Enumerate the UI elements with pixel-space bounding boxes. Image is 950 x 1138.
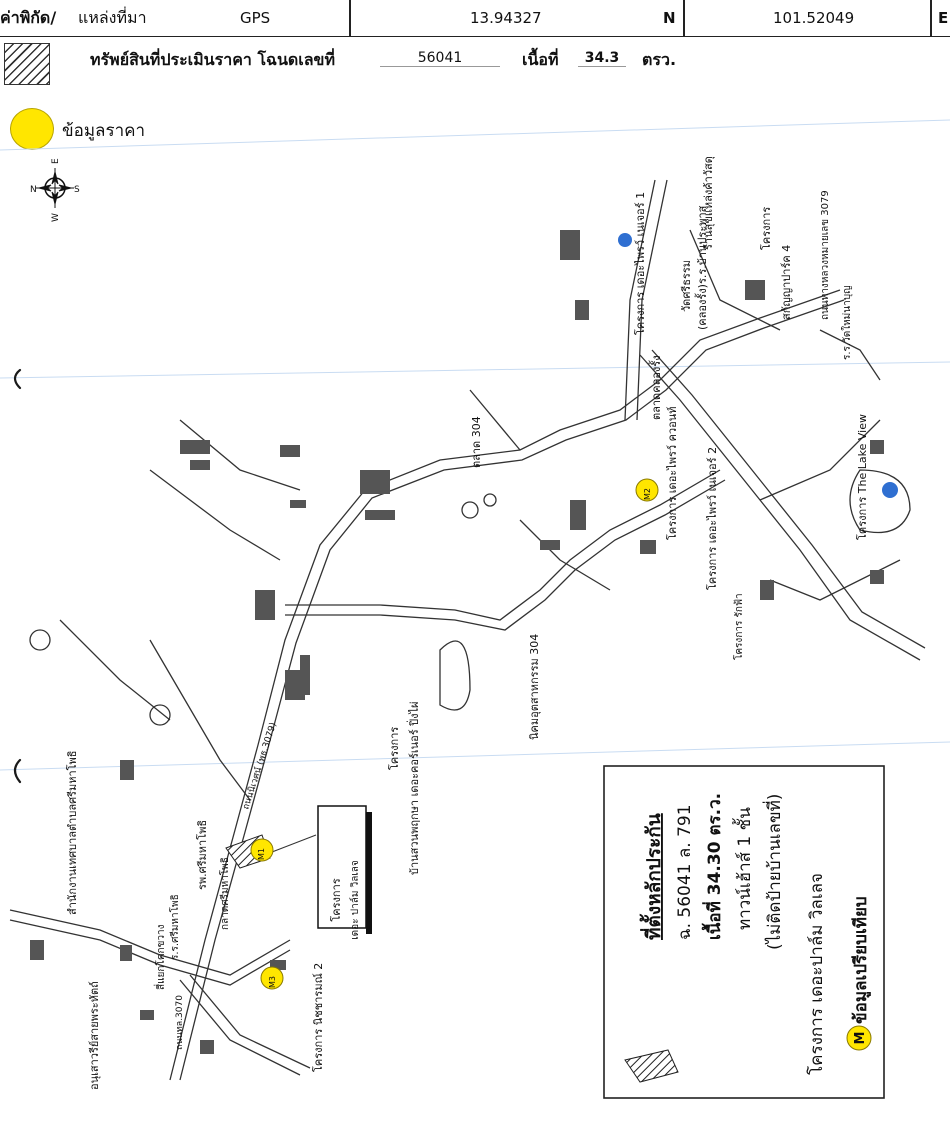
map-label: ร้านสุขแหล่งค้าวัสดุ <box>702 156 715 250</box>
map-label: โครงการ <box>329 878 343 921</box>
map-label: อนุเสาวรีย์สายพระหัตถ์ <box>88 981 101 1090</box>
header-bar: ค่าพิกัด/ แหล่งที่มา GPS 13.94327 N 101.… <box>0 0 950 37</box>
price-data-dot-icon <box>10 108 54 150</box>
map-label: ตลาดคลองรั้ง <box>648 355 663 420</box>
map-label: M2 <box>643 488 652 500</box>
map-label: โครงการ <box>759 207 773 250</box>
map-label: โครงการ นิชชารมณ์ 2 <box>311 963 325 1072</box>
map-label: โครงการ <box>387 727 401 770</box>
m1-marker-icon <box>250 838 274 862</box>
source-label: แหล่งที่มา <box>78 8 147 27</box>
map-label: สกัญญาปาร์ค 4 <box>780 245 793 320</box>
compass-s: S <box>74 185 80 195</box>
legend-line: ทาวน์เฮ้าส์ 1 ชั้น <box>732 807 755 930</box>
map-label: สำนักงานเทศบาลตำบลศรีมหาโพธิ <box>65 750 79 915</box>
map-label: เดอะ ปาล์ม วิลเลจ <box>349 860 361 940</box>
compass-w: W <box>51 213 61 222</box>
map-label: ถนนนิเวศน์ (พธ.3079) <box>239 721 279 811</box>
area-value: 34.3 <box>578 50 626 67</box>
legend-m-marker-icon <box>846 1025 872 1051</box>
east-label: E <box>938 9 949 27</box>
source-value: GPS <box>240 9 271 27</box>
deed-number: 56041 <box>380 50 500 67</box>
map-label: ร.ร.ศรีมหาโพธิ <box>168 894 181 960</box>
compass-e: E <box>51 158 61 164</box>
binder-ring-mark <box>13 368 22 390</box>
map-label: ถนนทางหลวงหมายเลข 3079 <box>820 190 831 320</box>
blue-marker-icon <box>618 233 632 247</box>
legend-line: (ไม่ติดป้ายบ้านเลขที่) <box>762 794 785 950</box>
legend-line: เนื้อที่ 34.30 ตร.ว. <box>701 793 725 940</box>
legend-line: ฉ. 56041 ล. 791 <box>675 804 695 940</box>
map-label: กลาดศรีมหาโพธิ <box>218 857 231 930</box>
latitude-value: 13.94327 <box>470 9 542 27</box>
map-label: โครงการ รักฟ้า <box>732 593 745 660</box>
legend-marker-letter: M <box>853 1032 868 1045</box>
map-label: สี่แยกโคกขวาง <box>153 924 167 990</box>
map-label: ถนนทล.3070 <box>175 995 185 1050</box>
map-label: ตลาด 304 <box>470 416 483 468</box>
north-label: N <box>663 9 676 27</box>
map-label: (คลองรั้ง)ร.ร.บ้านประพาส <box>694 205 709 330</box>
map-label: โครงการ The Lake View <box>855 414 869 540</box>
legend-line: โครงการ เดอะปาล์ม วิลเลจ <box>806 873 827 1075</box>
blue-marker-icon <box>882 482 898 498</box>
price-data-label: ข้อมูลราคา <box>62 121 146 141</box>
longitude-value: 101.52049 <box>773 9 855 27</box>
area-unit: ตรว. <box>642 50 677 69</box>
legend-marker-caption: ข้อมูลเปรียบเทียบ <box>850 896 872 1024</box>
map-label: วัดศรีธรรม <box>680 260 693 312</box>
binder-ring-mark <box>13 758 22 784</box>
legend-title: ที่ตั้งหลักประกัน <box>639 813 665 940</box>
coord-label: ค่าพิกัด/ <box>0 8 57 27</box>
area-label: เนื้อที่ <box>522 50 559 69</box>
map-label: โครงการ เดอะไพรว์ เนเจอร์ 2 <box>705 447 719 590</box>
map-label: โครงการ เดอะไพรว์ เนเจอร์ 1 <box>633 192 647 335</box>
map-label: M1 <box>257 848 266 860</box>
map-label: โครงการ เดอะไพรว์ ควอนท์ <box>665 407 679 540</box>
subject-hatch-swatch <box>4 43 50 85</box>
compass-n: N <box>30 185 37 195</box>
m2-marker-icon <box>635 478 659 502</box>
map-label: รพ.ศรีมหาโพธิ <box>195 820 209 890</box>
m3-marker-icon <box>260 966 284 990</box>
property-label: ทรัพย์สินที่ประเมินราคา โฉนดเลขที่ <box>90 50 336 69</box>
map-label: บ้านสวนพฤกษา เดอะคอร์เนอร์ ปิ่งไผ่ <box>406 702 421 876</box>
the-palm-project-box <box>317 805 372 934</box>
map-label: M3 <box>268 976 277 988</box>
subject-legend-box <box>603 765 885 1099</box>
map-label: ร.ร.วัดใหม่นาบุญ <box>841 285 853 360</box>
map-label: นิคมอุตสาหกรรม 304 <box>528 634 541 740</box>
compass-icon <box>36 168 74 208</box>
